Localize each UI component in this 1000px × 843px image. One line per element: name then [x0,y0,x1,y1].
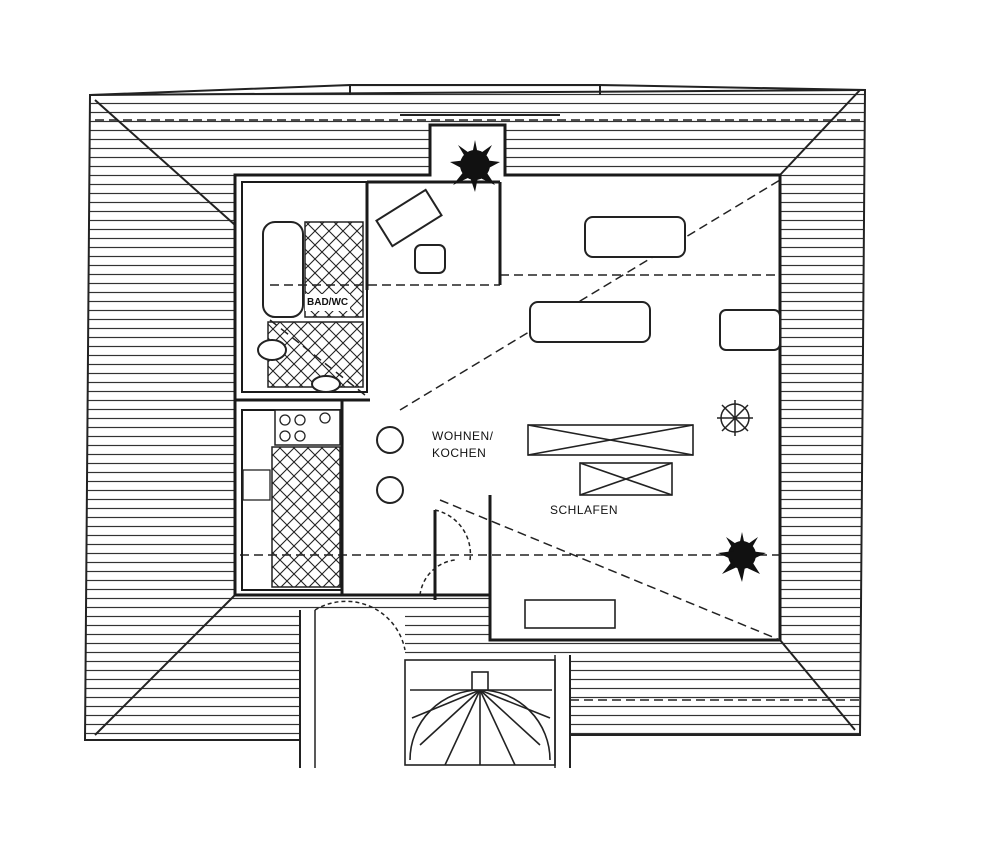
bed-icon [524,424,694,629]
room-label-bath: BAD/WC [305,294,351,311]
room-label-living-2: KOCHEN [432,446,487,460]
walls [235,180,502,640]
desk-icon [375,188,446,274]
toilet-icon [257,339,287,361]
room-label-sleeping: SCHLAFEN [550,503,619,517]
sink-icon [311,375,341,393]
dormer-frames [349,85,601,116]
door-swings [314,509,472,651]
dining-table-icon [376,426,404,504]
sofa-icon [529,216,781,351]
bathtub-icon [262,221,304,318]
room-label-living-1: WOHNEN/ [432,429,494,443]
kitchen [241,409,343,591]
spiral-staircase [404,659,556,766]
plant-icon [450,140,766,582]
